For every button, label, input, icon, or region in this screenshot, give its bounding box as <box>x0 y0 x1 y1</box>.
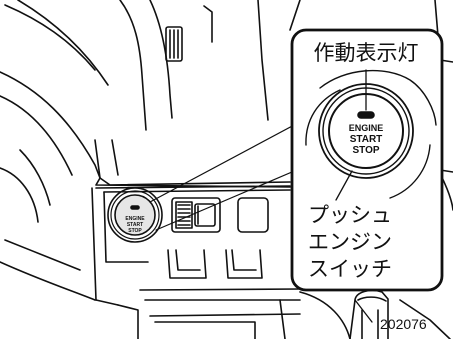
steering-column-outline <box>0 71 101 301</box>
push-switch-label-line2: エンジン <box>308 230 392 254</box>
push-switch-label-line3: スイッチ <box>308 257 392 281</box>
square-switch <box>237 197 269 233</box>
dial-switch <box>171 197 221 233</box>
callout-connector-lines <box>149 123 307 231</box>
small-button-text-engine: ENGINE <box>125 216 145 222</box>
large-button-text-start: START <box>350 134 383 145</box>
lower-console <box>117 288 301 339</box>
large-button-text-stop: STOP <box>352 145 379 156</box>
start-button-small <box>107 187 163 243</box>
indicator-lamp-label: 作動表示灯 <box>314 41 419 65</box>
indicator-lamp <box>357 111 375 119</box>
small-button-text-start: START <box>127 222 143 228</box>
lower-switch-row <box>167 249 263 279</box>
small-button-text-stop: STOP <box>128 228 142 234</box>
push-switch-label-line1: プッシュ <box>308 203 392 227</box>
figure-code: 202076 <box>380 316 427 332</box>
gear-shifter <box>299 289 451 339</box>
leader-lines <box>335 69 373 323</box>
callout-arcs <box>305 69 437 199</box>
large-button-text-engine: ENGINE <box>349 123 384 133</box>
dashboard-upper-outline <box>4 0 301 131</box>
air-vent <box>165 26 183 62</box>
